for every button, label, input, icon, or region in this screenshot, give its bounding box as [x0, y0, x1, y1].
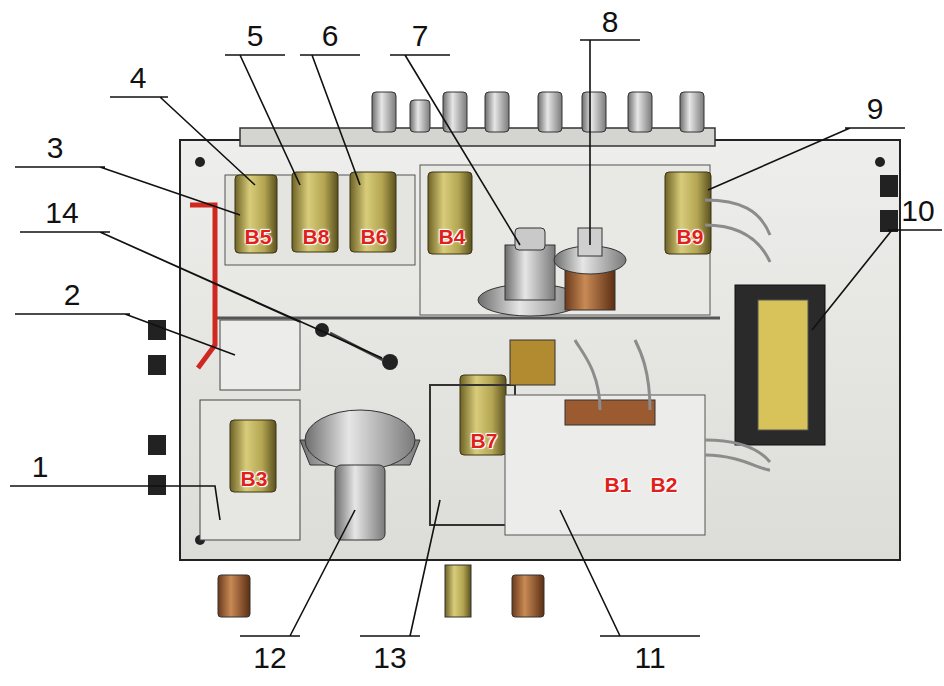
callout-number: 1 [32, 452, 49, 482]
callout-number: 14 [45, 198, 78, 228]
leader-lines [10, 40, 942, 636]
valve-code: B8 [303, 226, 330, 247]
callout-number: 10 [901, 196, 934, 226]
callout-number: 9 [867, 94, 884, 124]
callout-number: 12 [253, 643, 286, 673]
callout-number: 6 [322, 21, 339, 51]
callout-number: 3 [47, 133, 64, 163]
valve-code: B2 [651, 474, 678, 495]
callout-number: 4 [130, 63, 147, 93]
valve-code: B7 [471, 430, 498, 451]
callout-number: 13 [373, 643, 406, 673]
valve-code: B5 [245, 226, 272, 247]
callout-number: 11 [634, 643, 665, 673]
valve-code: B6 [361, 226, 388, 247]
valve-code: B4 [439, 226, 466, 247]
valve-code: B1 [605, 474, 632, 495]
valve-code: B3 [241, 468, 268, 489]
callout-number: 8 [602, 7, 619, 37]
valve-code: B9 [677, 226, 704, 247]
callout-number: 5 [247, 21, 264, 51]
callout-number: 2 [64, 280, 81, 310]
callout-number: 7 [412, 21, 429, 51]
